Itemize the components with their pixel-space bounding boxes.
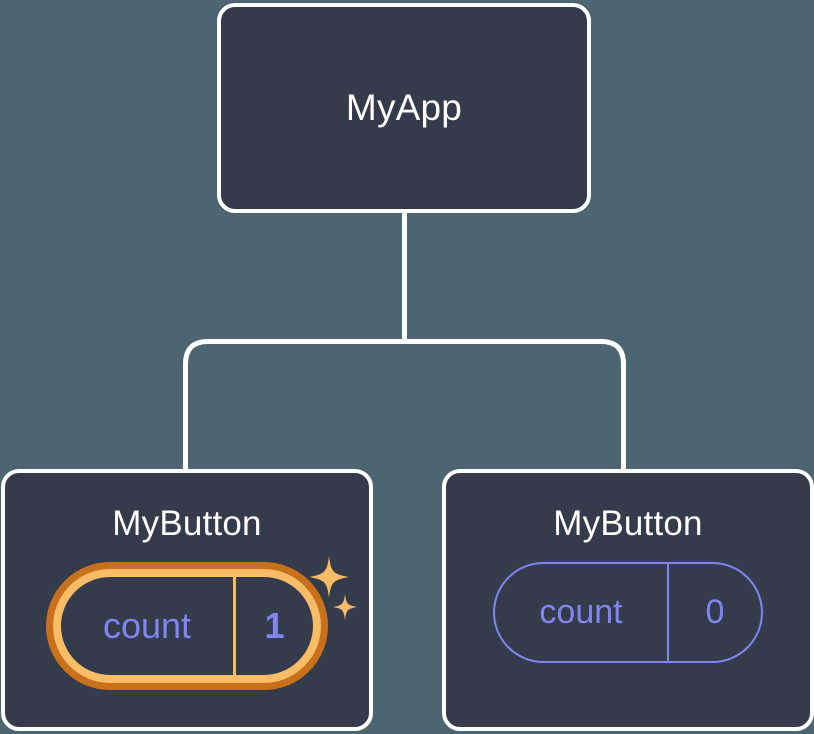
state-pill-left-inner: count 1 — [53, 568, 321, 683]
state-key-right: count — [495, 563, 669, 661]
node-myapp[interactable]: MyApp — [217, 3, 591, 213]
state-value-right: 0 — [705, 592, 725, 631]
state-value-left: 1 — [264, 604, 285, 646]
node-myapp-label: MyApp — [345, 86, 463, 128]
node-mybutton-left[interactable]: MyButton count 1 — [1, 469, 373, 731]
node-mybutton-right-label: MyButton — [553, 504, 703, 543]
node-mybutton-right[interactable]: MyButton count 0 — [442, 469, 814, 731]
connector-branch — [183, 339, 626, 470]
sparkle-group — [309, 555, 357, 620]
sparkle-large-icon — [309, 555, 349, 598]
state-pill-right[interactable]: count 0 — [493, 561, 763, 663]
state-pill-left-wrap: count 1 — [46, 555, 357, 690]
sparkle-small-icon — [333, 593, 357, 620]
node-mybutton-left-label: MyButton — [112, 504, 262, 543]
state-pill-left[interactable]: count 1 — [46, 561, 328, 690]
state-key-left: count — [61, 576, 236, 675]
state-pill-right-wrap: count 0 — [493, 561, 763, 663]
